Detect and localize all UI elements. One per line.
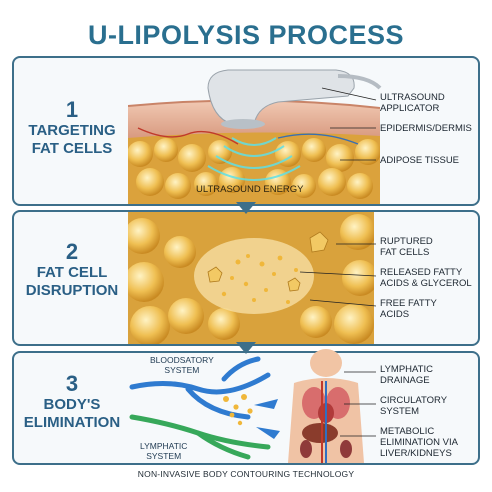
tissue-illustration-2 — [128, 212, 374, 344]
fat-cells — [128, 138, 380, 199]
blood-vessels — [129, 356, 271, 420]
step-2-label: FAT CELL DISRUPTION — [25, 264, 119, 299]
body-figure — [288, 349, 364, 463]
callout-epidermis-dermis: EPIDERMIS/DERMIS — [380, 123, 472, 134]
tissue-illustration-1 — [128, 69, 382, 204]
ultrasound-energy-label: ULTRASOUND ENERGY — [196, 184, 304, 195]
callout-ruptured-fat-cells: RUPTURED FAT CELLS — [380, 236, 433, 258]
callout-released-fatty-acids: RELEASED FATTY ACIDS & GLYCEROL — [380, 267, 472, 289]
lymphatic-vessels — [129, 414, 271, 460]
ruptured-fat-cells — [207, 231, 329, 292]
fatty-acid-droplets — [221, 254, 298, 304]
step-3-heading: 3 BODY'S ELIMINATION — [18, 372, 126, 432]
step-3-number: 3 — [65, 371, 79, 396]
step-1-label: TARGETING FAT CELLS — [28, 122, 116, 157]
step-1-number: 1 — [65, 97, 79, 122]
ultrasound-waves — [207, 137, 301, 181]
callout-metabolic-elimination: METABOLIC ELIMINATION VIA LIVER/KIDNEYS — [380, 426, 458, 459]
flow-arrows — [254, 399, 280, 439]
callout-circulatory-system: CIRCULATORY SYSTEM — [380, 395, 448, 417]
footer-text: NON-INVASIVE BODY CONTOURING TECHNOLOGY — [137, 469, 355, 479]
step-2-heading: 2 FAT CELL DISRUPTION — [18, 240, 126, 300]
lymphatic-system-label: LYMPHATIC SYSTEM — [140, 441, 188, 461]
intact-fat-cells — [128, 214, 374, 344]
callout-free-fatty-acids: FREE FATTY ACIDS — [380, 298, 437, 320]
vessel-illustration — [129, 349, 364, 463]
callout-ultrasound-applicator: ULTRASOUND APPLICATOR — [380, 92, 445, 114]
callout-lymphatic-drainage: LYMPHATIC DRAINAGE — [380, 364, 433, 386]
step-3-label: BODY'S ELIMINATION — [23, 396, 121, 431]
page-title: U-LIPOLYSIS PROCESS — [87, 20, 405, 50]
step-2-number: 2 — [65, 239, 79, 264]
bloodstream-label: BLOODSATORY SYSTEM — [150, 355, 214, 375]
callout-adipose-tissue: ADIPOSE TISSUE — [380, 155, 460, 166]
step-1-heading: 1 TARGETING FAT CELLS — [18, 98, 126, 158]
ultrasound-applicator-icon — [207, 69, 382, 129]
fat-droplets — [223, 394, 253, 426]
